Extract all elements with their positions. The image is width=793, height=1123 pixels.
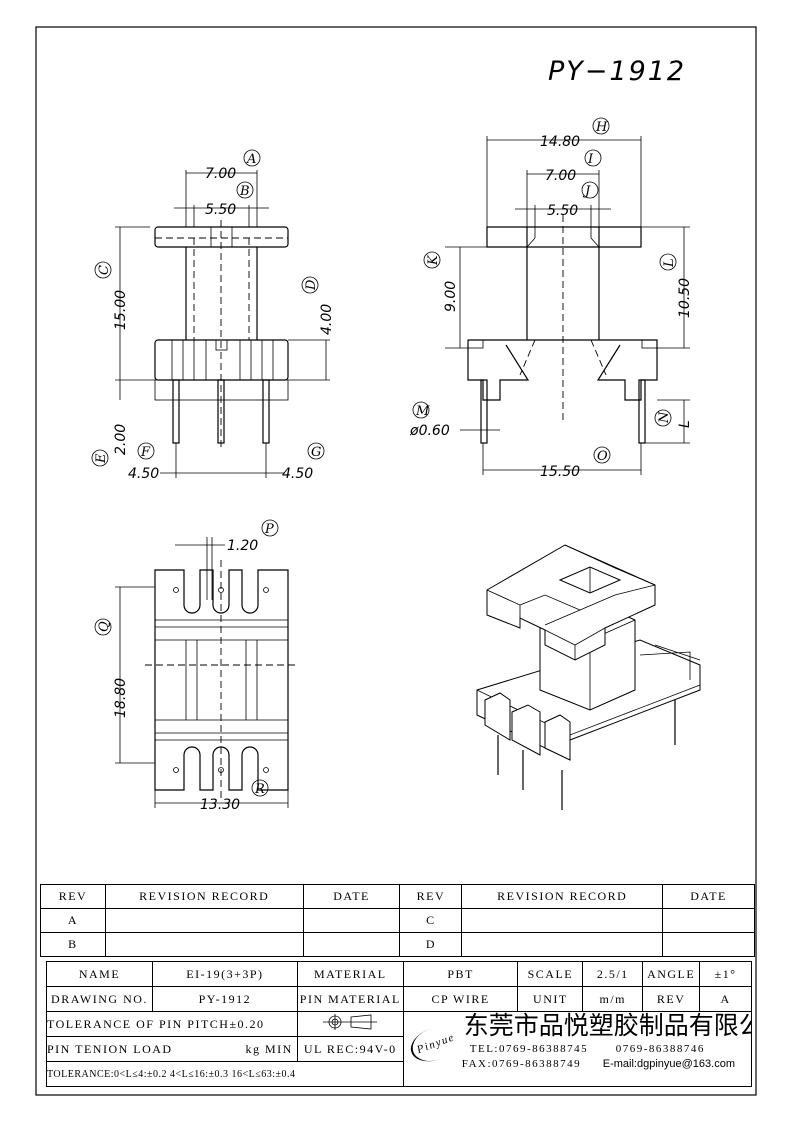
- dimension-l-value: 10.50: [677, 278, 693, 318]
- revision-record-header: REVISION RECORD: [104, 884, 304, 909]
- record-cell: [461, 908, 664, 933]
- table-row: B D: [40, 932, 755, 957]
- drawing-no-value: PY-1912: [151, 986, 298, 1012]
- dimension-p-value: 1.20: [227, 538, 258, 554]
- callout-r: R: [254, 782, 265, 797]
- date-cell: [302, 932, 401, 957]
- rev-cell: C: [399, 908, 463, 933]
- date-header: DATE: [662, 884, 755, 909]
- ul-rec: UL REC:94V-0: [296, 1036, 404, 1062]
- scale-label: SCALE: [517, 961, 584, 987]
- pin-material-value: CP WIRE: [402, 986, 519, 1012]
- callout-b: B: [239, 184, 250, 199]
- side-view: 14.80 H 7.00 I 5.50 J 9.00 K 10.50 L ø0.…: [409, 117, 693, 480]
- pin-tension-label: PIN TENION LOAD: [47, 1041, 173, 1056]
- callout-i: I: [587, 152, 594, 167]
- company-email: E-mail:dgpinyue@163.com: [602, 1058, 735, 1070]
- rev-value: A: [699, 986, 752, 1012]
- pin-pitch-tolerance: TOLERANCE OF PIN PITCH±0.20: [46, 1011, 298, 1037]
- callout-q: Q: [97, 621, 112, 632]
- callout-o: O: [597, 449, 608, 464]
- material-value: PBT: [402, 961, 519, 987]
- date-cell: [662, 908, 755, 933]
- callout-h: H: [595, 120, 608, 135]
- angle-value: ±1°: [699, 961, 752, 987]
- revision-table: REV REVISION RECORD DATE REV REVISION RE…: [40, 884, 755, 957]
- company-tel: TEL:0769-86388745: [469, 1043, 589, 1055]
- dimension-o-value: 15.50: [540, 464, 580, 480]
- dimension-d-value: 4.00: [319, 304, 335, 335]
- material-label: MATERIAL: [296, 961, 404, 987]
- front-view: 7.00 A 5.50 B 15.00 C 4.00 D 2.00 E 4.50…: [91, 149, 335, 482]
- rev-cell: B: [40, 932, 106, 957]
- drawing-no-label: DRAWING NO.: [46, 986, 153, 1012]
- callout-e: E: [94, 453, 109, 464]
- callout-l: L: [662, 258, 677, 268]
- dimension-h-value: 14.80: [540, 134, 580, 150]
- dimension-a-value: 7.00: [205, 166, 236, 182]
- title-block: NAME EI-19(3+3P) MATERIAL PBT SCALE 2.5/…: [46, 961, 753, 1087]
- callout-p: P: [264, 522, 274, 537]
- general-tolerance: TOLERANCE:0<L≤4:±0.2 4<L≤16:±0.3 16<L≤63…: [46, 1061, 404, 1087]
- projection-symbol: [296, 1011, 404, 1037]
- dimension-m-value: ø0.60: [409, 423, 450, 439]
- unit-label: UNIT: [517, 986, 584, 1012]
- callout-c: C: [97, 265, 112, 275]
- angle-label: ANGLE: [642, 961, 701, 987]
- rev-header: REV: [40, 884, 106, 909]
- date-cell: [302, 908, 401, 933]
- dimension-i-value: 7.00: [545, 168, 576, 184]
- revision-header-row: REV REVISION RECORD DATE REV REVISION RE…: [40, 884, 755, 909]
- company-name: 东莞市品悦塑胶制品有限公司: [463, 1013, 751, 1040]
- dimension-j-value: 5.50: [547, 203, 578, 219]
- callout-g: G: [311, 445, 321, 460]
- dimension-g-value: 4.50: [282, 466, 313, 482]
- pin-tension-unit: kg MIN: [245, 1041, 293, 1056]
- company-block: Pinyue 东莞市品悦塑胶制品有限公司 TEL:0769-86388745 0…: [402, 1011, 753, 1087]
- rev-cell: A: [40, 908, 106, 933]
- callout-d: D: [304, 279, 319, 291]
- callout-k: K: [426, 254, 441, 266]
- name-label: NAME: [46, 961, 153, 987]
- sheet-border: [35, 26, 757, 1096]
- dimension-k-value: 9.00: [443, 281, 459, 312]
- rev-header: REV: [399, 884, 463, 909]
- name-value: EI-19(3+3P): [151, 961, 298, 987]
- dimension-c-value: 15.00: [113, 290, 129, 330]
- bottom-view: 1.20 P 18.80 Q 13.30 R: [94, 519, 298, 813]
- pin-material-label: PIN MATERIAL: [296, 986, 404, 1012]
- dimension-n-value: L: [677, 420, 693, 428]
- record-cell: [104, 908, 304, 933]
- dimension-e-value: 2.00: [113, 424, 129, 455]
- callout-a: A: [246, 152, 256, 167]
- company-tel2: 0769-86388746: [615, 1043, 705, 1055]
- company-fax: FAX:0769-86388749: [461, 1058, 582, 1070]
- company-logo: Pinyue: [405, 1020, 464, 1068]
- rev-cell: D: [399, 932, 463, 957]
- dimension-f-value: 4.50: [128, 466, 159, 482]
- date-cell: [662, 932, 755, 957]
- unit-value: m/m: [582, 986, 644, 1012]
- isometric-view: [476, 544, 701, 810]
- record-cell: [461, 932, 664, 957]
- third-angle-projection-icon: [323, 1014, 378, 1030]
- dimension-q-value: 18.80: [113, 678, 129, 718]
- callout-f: F: [140, 445, 151, 460]
- revision-record-header: REVISION RECORD: [461, 884, 664, 909]
- dimension-b-value: 5.50: [205, 202, 236, 218]
- drawing-title: PY−1912: [548, 56, 686, 87]
- dimension-r-value: 13.30: [200, 797, 240, 813]
- record-cell: [104, 932, 304, 957]
- rev-label: REV: [642, 986, 701, 1012]
- pin-tension-cell: PIN TENION LOAD kg MIN: [46, 1036, 298, 1062]
- callout-n: N: [657, 411, 672, 424]
- table-row: A C: [40, 908, 755, 933]
- date-header: DATE: [302, 884, 401, 909]
- callout-m: M: [415, 404, 430, 419]
- callout-j: J: [582, 184, 591, 199]
- scale-value: 2.5/1: [582, 961, 644, 987]
